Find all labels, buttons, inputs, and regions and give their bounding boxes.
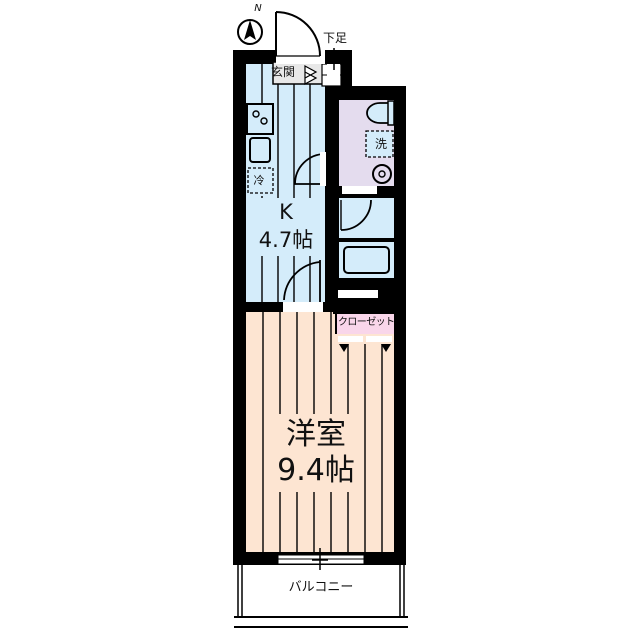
balcony-window bbox=[277, 548, 365, 570]
entrance-door bbox=[275, 11, 325, 64]
kitchen-floor bbox=[246, 64, 325, 302]
entrance bbox=[272, 48, 342, 87]
western-room-size: 9.4帖 bbox=[277, 453, 355, 488]
kitchen-room-door bbox=[283, 260, 323, 312]
kitchen-size: 4.7帖 bbox=[258, 228, 314, 252]
western-room-name: 洋室 bbox=[286, 417, 346, 452]
compass-icon bbox=[237, 19, 263, 45]
closet-label: クローゼット bbox=[338, 317, 395, 328]
closet bbox=[335, 312, 394, 352]
kitchen-bath-door bbox=[294, 152, 326, 186]
entrance-label: 玄関 bbox=[270, 65, 295, 79]
balcony-label: バルコニー bbox=[288, 580, 354, 595]
toilet-room bbox=[339, 100, 395, 194]
kitchen-name: K bbox=[279, 200, 293, 224]
washer-label: 洗 bbox=[374, 137, 387, 151]
bathroom bbox=[338, 198, 394, 298]
compass-north-label: N bbox=[254, 3, 262, 14]
balcony bbox=[234, 565, 408, 628]
refrigerator-label: 冷 bbox=[253, 174, 265, 187]
kitchen-counter bbox=[246, 100, 274, 194]
shoe-box-label: 下足 bbox=[322, 31, 347, 45]
western-room-floor bbox=[246, 312, 394, 552]
